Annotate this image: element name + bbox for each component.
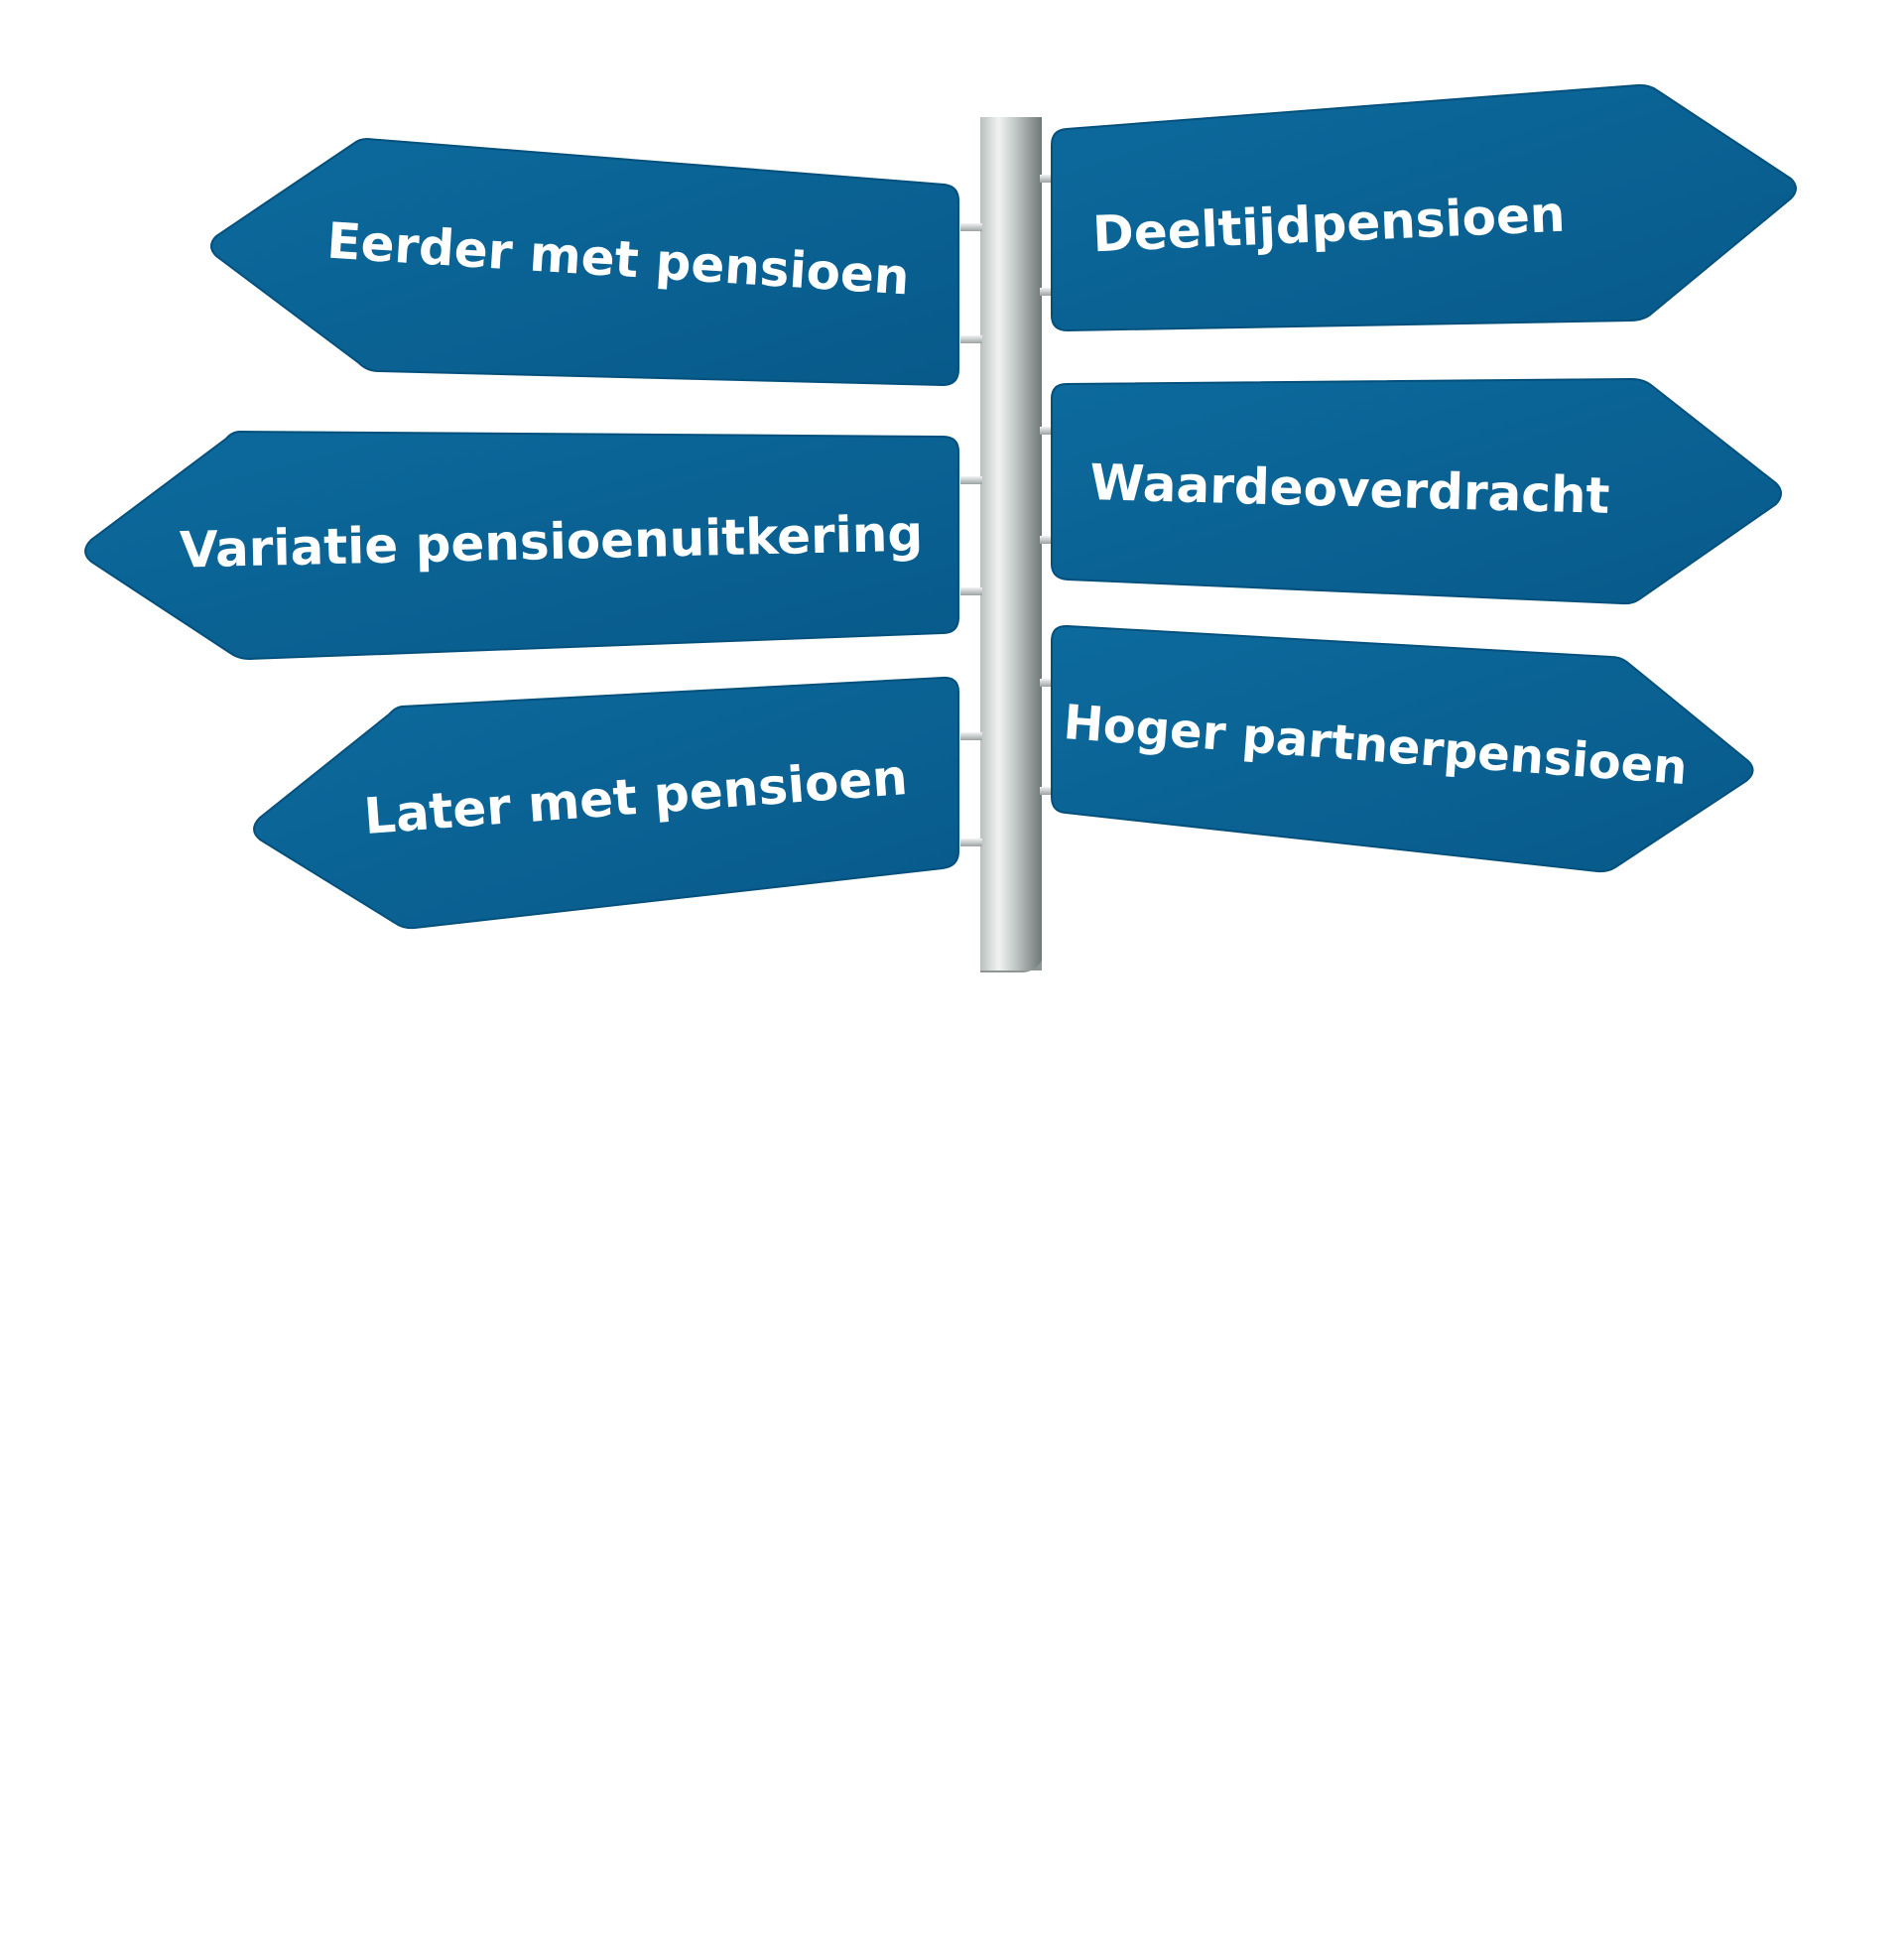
left-arrow-sign-shape [84, 430, 959, 661]
sign-brackets [960, 175, 1060, 846]
signpost-pole [980, 117, 1042, 972]
left-arrow-sign-shape [210, 137, 959, 387]
sign-label: Waardeoverdracht [1089, 453, 1610, 525]
sign-variatie-pensioenuitkering: Variatie pensioenuitkering [84, 430, 959, 661]
right-arrow-sign-shape [1051, 377, 1782, 605]
right-arrow-sign-shape [1051, 624, 1754, 873]
sign-hoger-partnerpensioen: Hoger partnerpensioen [1051, 624, 1754, 873]
sign-eerder-met-pensioen: Eerder met pensioen [210, 137, 959, 387]
left-arrow-sign-shape [253, 676, 959, 930]
sign-waardeoverdracht: Waardeoverdracht [1051, 377, 1782, 605]
sign-deeltijdpensioen: Deeltijdpensioen [1051, 83, 1797, 332]
sign-later-met-pensioen: Later met pensioen [253, 676, 959, 930]
right-arrow-sign-shape [1051, 83, 1797, 332]
